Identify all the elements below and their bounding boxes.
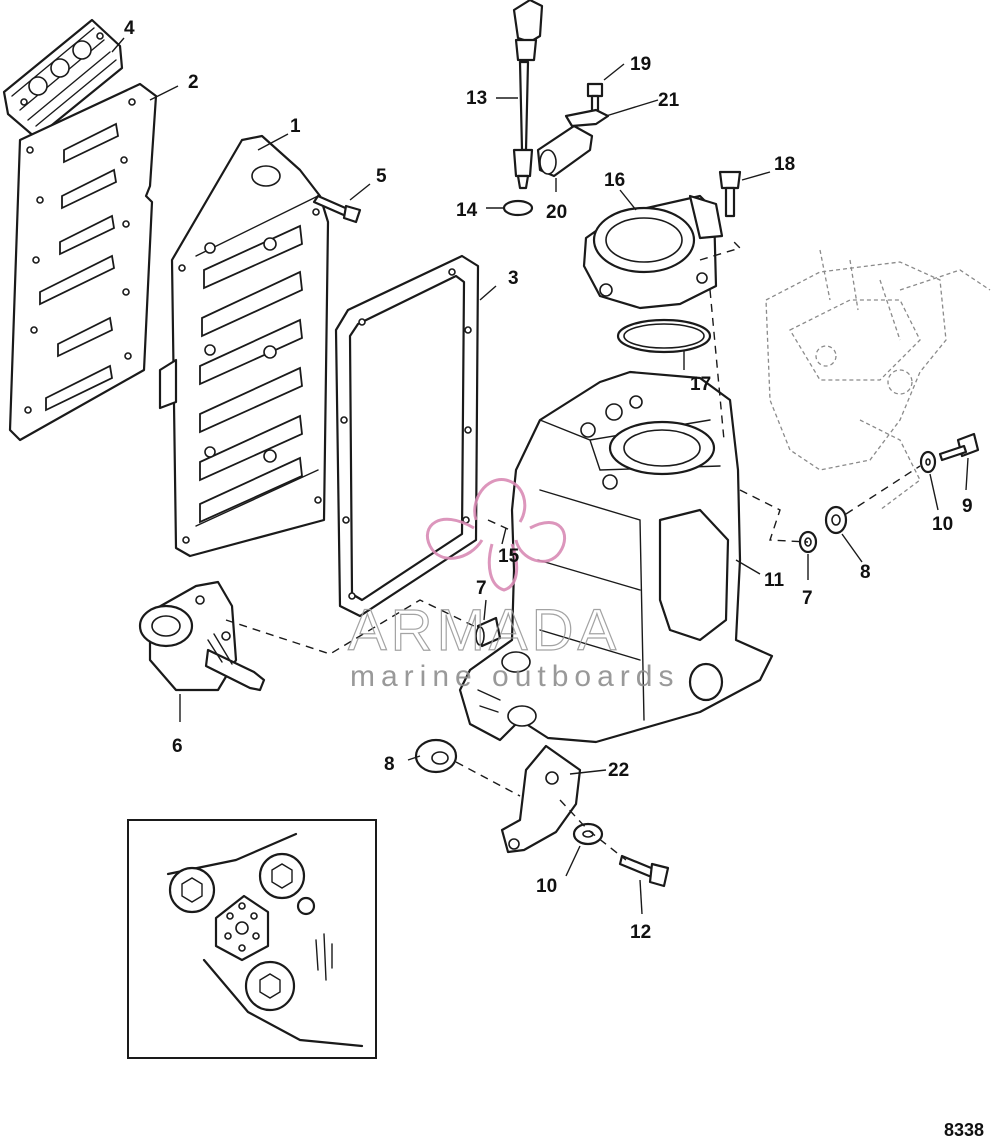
washer-part-10-lower <box>572 822 604 846</box>
callout-6: 6 <box>172 736 183 757</box>
callout-12: 12 <box>630 922 651 943</box>
callout-19: 19 <box>630 54 651 75</box>
assembly-lines <box>225 237 921 861</box>
fuel-pump-part-6 <box>138 580 266 692</box>
callout-21: 21 <box>658 90 680 111</box>
bracket-part-21 <box>564 108 610 128</box>
screw-part-5 <box>312 194 362 224</box>
callout-11: 11 <box>764 570 785 591</box>
callout-3: 3 <box>508 268 519 289</box>
watermark: ARMADA marine outboards <box>347 478 679 693</box>
callout-7-right: 7 <box>802 588 813 609</box>
callout-5: 5 <box>376 166 387 187</box>
map-sensor-part-20 <box>536 124 594 178</box>
callout-18: 18 <box>774 154 795 175</box>
callout-17: 17 <box>690 374 711 395</box>
throttle-body-part-16 <box>582 194 724 310</box>
watermark-brand: ARMADA <box>348 598 620 663</box>
callout-13: 13 <box>466 88 487 109</box>
callout-9: 9 <box>962 496 973 517</box>
callout-1: 1 <box>290 116 301 137</box>
sensor-part-13 <box>512 0 544 190</box>
grommet-part-8-right <box>824 505 848 535</box>
callout-22: 22 <box>608 760 629 781</box>
callout-10-lower: 10 <box>536 876 557 897</box>
callout-8-right: 8 <box>860 562 871 583</box>
bolt-part-12 <box>618 854 670 888</box>
callout-7-left: 7 <box>476 578 487 599</box>
bracket-part-22 <box>500 744 582 854</box>
plug-part-7-left <box>475 616 502 648</box>
inset-detail <box>127 819 377 1059</box>
callout-16: 16 <box>604 170 625 191</box>
watermark-tagline: marine outboards <box>350 660 679 693</box>
callout-labels: 4 2 1 5 3 6 13 14 19 21 20 16 18 17 15 7… <box>124 18 973 943</box>
callout-10-right: 10 <box>932 514 953 535</box>
callout-2: 2 <box>188 72 199 93</box>
bolt-part-9 <box>938 432 980 462</box>
gasket-plate-part-2 <box>8 82 158 442</box>
intake-plate-part-1 <box>158 134 330 558</box>
reed-block-part-4 <box>2 18 124 140</box>
callout-8-lower: 8 <box>384 754 395 775</box>
reference-engine-ghost <box>765 249 991 511</box>
o-ring-part-17 <box>616 318 712 354</box>
callout-14: 14 <box>456 200 478 221</box>
o-ring-part-14 <box>502 199 534 217</box>
watermark-logo-icon <box>425 478 567 592</box>
grommet-part-8-lower <box>414 738 458 774</box>
washer-part-10-right <box>919 450 937 474</box>
bolt-part-18 <box>718 170 742 218</box>
intake-manifold-part-11 <box>458 370 774 744</box>
callout-4: 4 <box>124 18 135 39</box>
figure-number: 8338 <box>944 1120 984 1140</box>
gasket-part-3 <box>334 254 480 618</box>
leader-lines <box>111 37 969 915</box>
callout-20: 20 <box>546 202 567 223</box>
screw-part-19 <box>586 82 604 114</box>
callout-15: 15 <box>498 546 520 567</box>
